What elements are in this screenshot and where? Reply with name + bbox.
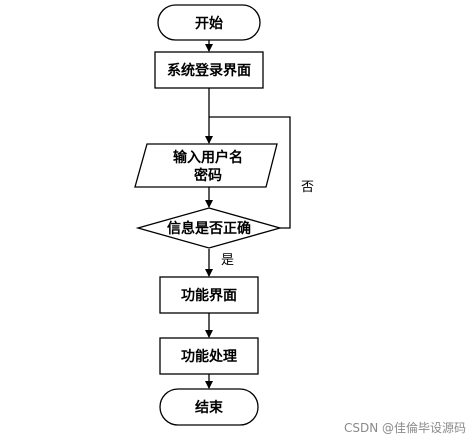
check-node-label: 信息是否正确	[167, 220, 251, 237]
end-node-label: 结束	[195, 399, 224, 416]
check-node: 信息是否正确	[135, 207, 283, 249]
input-node-label-line1: 输入用户名	[173, 149, 243, 166]
edge-label-no: 否	[301, 180, 314, 195]
edge-no-loop-back	[209, 116, 291, 229]
csdn-watermark: CSDN @佳倫毕设源码	[344, 421, 466, 435]
login-page-node: 系统登录界面	[154, 51, 264, 89]
input-node: 输入用户名 密码	[134, 143, 278, 188]
start-node-label: 开始	[195, 15, 223, 32]
func-process-node-label: 功能处理	[181, 348, 237, 365]
func-page-node: 功能界面	[159, 276, 259, 314]
input-node-label-line2: 密码	[193, 167, 222, 184]
edge-label-yes: 是	[221, 253, 234, 268]
func-process-node: 功能处理	[159, 337, 259, 375]
end-node: 结束	[159, 388, 259, 426]
start-node: 开始	[157, 4, 261, 41]
func-page-node-label: 功能界面	[181, 287, 237, 304]
login-page-node-label: 系统登录界面	[167, 62, 251, 79]
